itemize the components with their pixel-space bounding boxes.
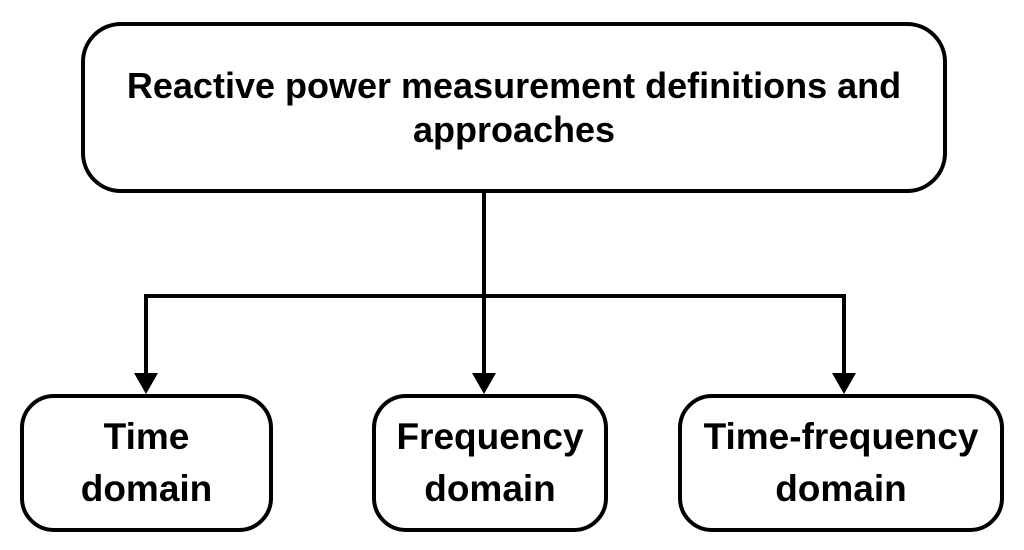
- time-frequency-domain-node: Time-frequency domain: [678, 394, 1004, 532]
- time-frequency-domain-label: Time-frequency domain: [704, 411, 979, 515]
- root-node-label-line1: Reactive power measurement definitions a…: [126, 64, 902, 106]
- frequency-domain-label-line1: Frequency: [396, 416, 584, 458]
- time-domain-label: Time domain: [81, 411, 213, 515]
- arrowhead-time-frequency: [832, 373, 856, 394]
- time-domain-label-line1: Time: [103, 416, 190, 458]
- root-node: Reactive power measurement definitions a…: [81, 22, 947, 193]
- arrowhead-time: [134, 373, 158, 394]
- time-domain-node: Time domain: [20, 394, 273, 532]
- frequency-domain-label: Frequency domain: [396, 411, 583, 515]
- frequency-domain-label-line2: domain: [424, 468, 556, 509]
- arrowhead-frequency: [472, 373, 496, 394]
- root-node-label: Reactive power measurement definitions a…: [127, 64, 901, 152]
- time-frequency-domain-label-line1: Time-frequency: [703, 416, 979, 458]
- frequency-domain-node: Frequency domain: [372, 394, 608, 532]
- root-node-label-line2: approaches: [412, 108, 616, 150]
- time-domain-label-line2: domain: [80, 468, 213, 509]
- time-frequency-domain-label-line2: domain: [775, 468, 907, 509]
